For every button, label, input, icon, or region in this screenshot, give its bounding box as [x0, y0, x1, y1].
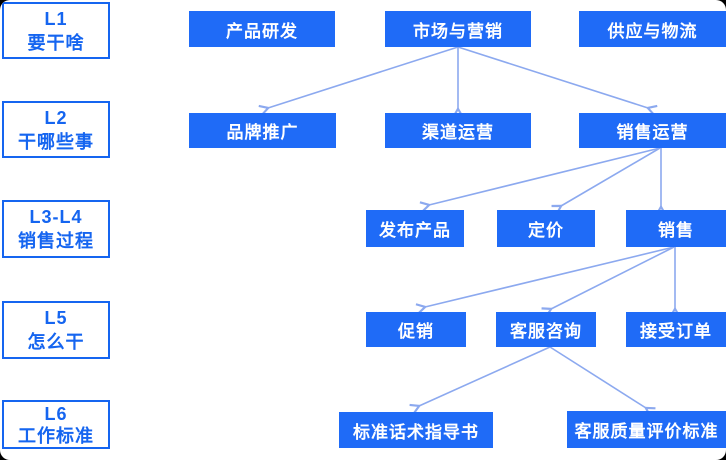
- level-label-l3-l4: L3-L4 销售过程: [2, 200, 110, 258]
- level-title: 怎么干: [27, 332, 85, 352]
- node-sales: 销售: [626, 210, 726, 247]
- edge-salesop-product-launch: [419, 147, 661, 213]
- level-code: L6: [44, 403, 68, 424]
- node-product-launch: 发布产品: [366, 210, 464, 247]
- level-label-l1: L1 要干啥: [2, 2, 110, 59]
- level-code: L1: [44, 8, 68, 29]
- node-promotion: 促销: [366, 312, 466, 347]
- edge-salesop-pricing: [551, 147, 661, 215]
- level-title: 销售过程: [18, 231, 94, 251]
- node-pricing: 定价: [497, 210, 595, 247]
- node-product-rd: 产品研发: [189, 11, 335, 47]
- edge-service-quality-standard: [549, 346, 656, 417]
- level-title: 干哪些事: [18, 131, 94, 152]
- node-order-acceptance: 接受订单: [626, 312, 726, 347]
- level-title: 要干啥: [27, 32, 85, 53]
- edge-marketing-brand-promotion: [258, 46, 459, 116]
- node-script-guidebook: 标准话术指导书: [339, 412, 493, 448]
- node-supply-logistics: 供应与物流: [579, 11, 726, 47]
- level-code: L3-L4: [29, 207, 83, 227]
- level-label-l2: L2 干哪些事: [2, 101, 110, 158]
- node-sales-operation: 销售运营: [579, 113, 726, 148]
- level-code: L2: [44, 107, 68, 128]
- node-channel-operation: 渠道运营: [385, 113, 531, 148]
- level-label-l5: L5 怎么干: [2, 301, 110, 359]
- edge-service-script-guidebook: [409, 346, 551, 415]
- node-marketing: 市场与营销: [385, 11, 531, 47]
- node-brand-promotion: 品牌推广: [189, 113, 336, 148]
- node-service-quality-standard: 客服质量评价标准: [567, 411, 726, 448]
- level-label-l6: L6 工作标准: [2, 400, 110, 449]
- level-title: 工作标准: [18, 425, 94, 446]
- edge-marketing-sales-operation: [457, 46, 658, 116]
- edge-sales-promotion: [415, 246, 675, 315]
- node-customer-service-inquiry: 客服咨询: [496, 312, 596, 347]
- level-code: L5: [44, 308, 68, 328]
- edge-sales-customer-service: [541, 246, 675, 318]
